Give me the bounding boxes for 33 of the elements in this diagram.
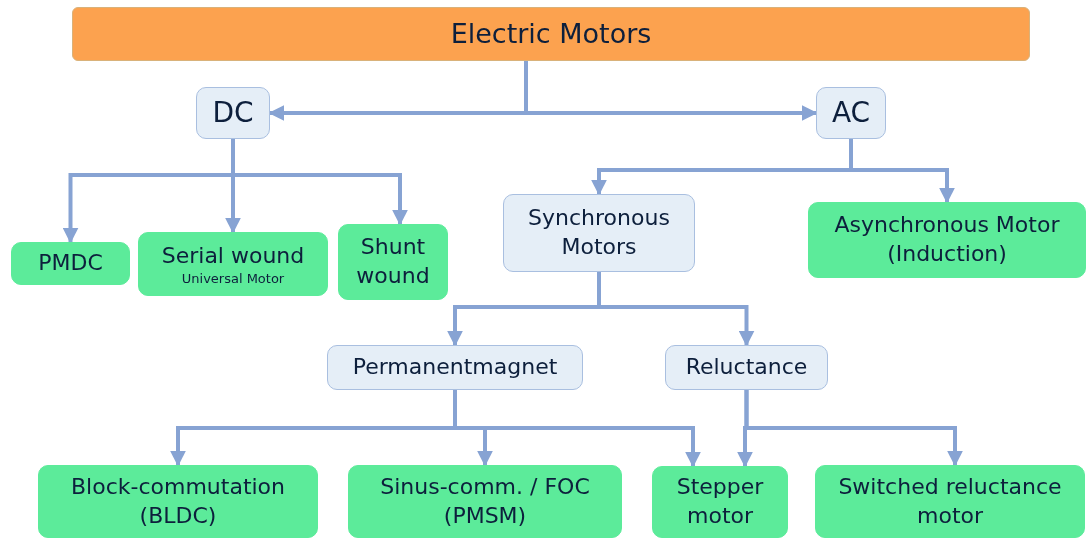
node-label: Asynchronous Motor (Induction) [833, 211, 1061, 268]
title-box [72, 7, 1030, 61]
motor-type-box [348, 465, 622, 538]
motor-type-box [815, 465, 1085, 538]
motor-type-box [38, 465, 318, 538]
motor-type-box [808, 202, 1086, 278]
category-box [665, 345, 828, 390]
node-label: Synchronous Motors [527, 204, 671, 261]
motor-type-box [138, 232, 328, 296]
arrow [849, 139, 955, 204]
node-label: DC [212, 94, 254, 131]
node-label: AC [831, 94, 871, 131]
node-label: Sinus-comm. / FOC (PMSM) [379, 472, 591, 530]
node-label: Electric Motors [450, 17, 652, 52]
arrow [231, 139, 408, 226]
motor-type-box [338, 224, 448, 300]
category-box [816, 87, 886, 139]
arrow [744, 390, 963, 467]
node-label: Stepper motor [675, 473, 765, 530]
motor-type-box [11, 242, 130, 285]
node-label: Permanentmagnet [352, 353, 558, 382]
node-label: Block-commutation (BLDC) [69, 472, 287, 530]
node-label: Serial wound [161, 241, 305, 270]
node-label: Switched reluctance motor [837, 472, 1063, 530]
node-label: Reluctance [685, 353, 808, 382]
category-box [327, 345, 583, 390]
node-label: Shunt wound [355, 233, 431, 290]
arrow [524, 61, 818, 121]
node-label: PMDC [38, 249, 103, 278]
motor-type-box [652, 466, 788, 538]
node-sublabel: Universal Motor [181, 270, 285, 287]
category-box [196, 87, 270, 139]
category-box [503, 194, 695, 272]
